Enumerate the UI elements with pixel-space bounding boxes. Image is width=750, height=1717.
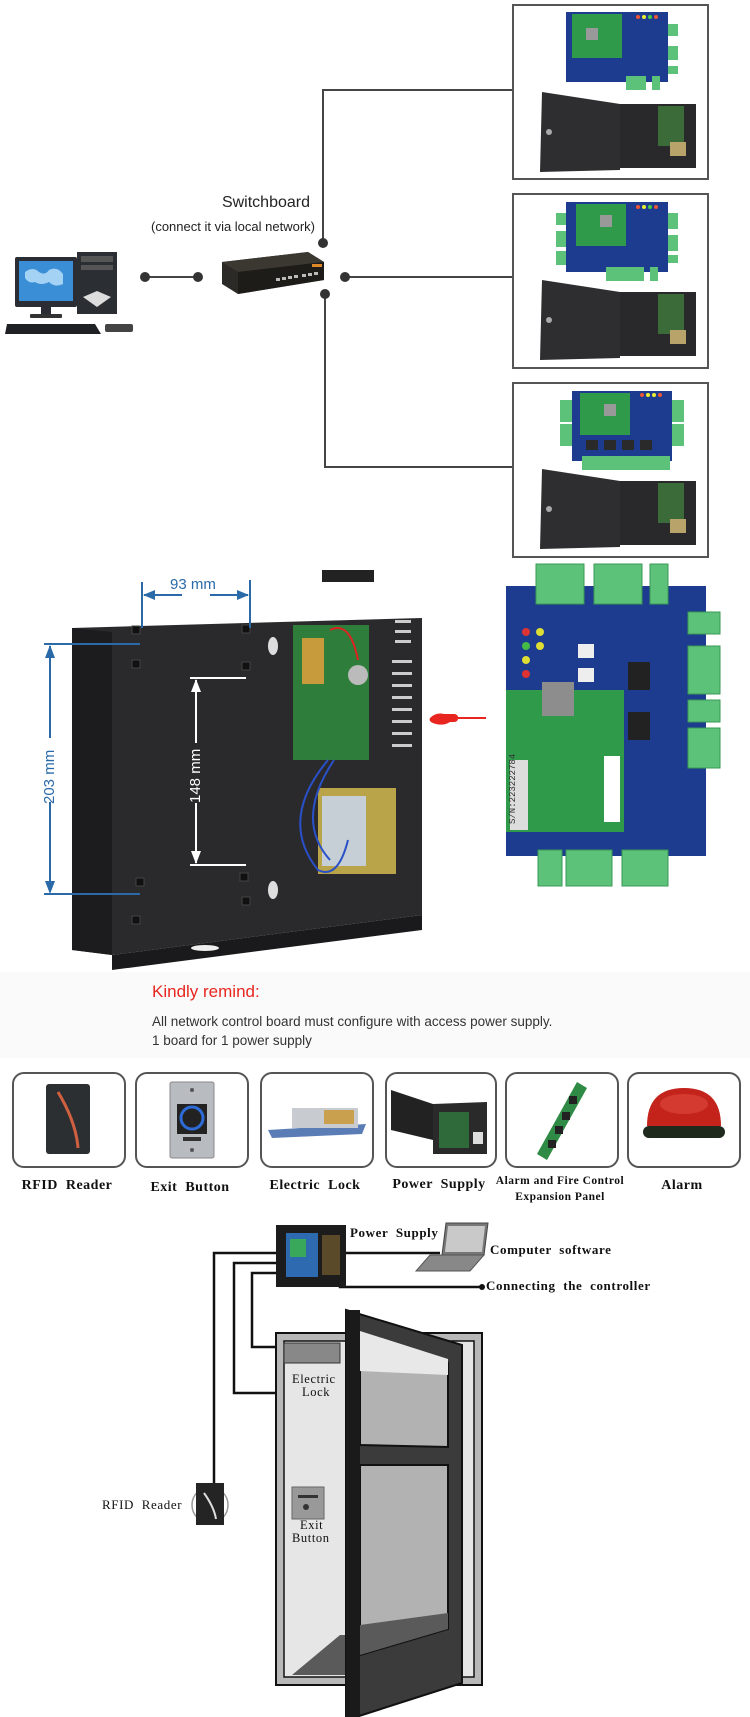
accessory-exit-button bbox=[135, 1072, 249, 1168]
accessory-label-alarm: Alarm bbox=[661, 1178, 703, 1193]
keyhole-icon bbox=[268, 637, 278, 655]
wiring-label-connecting-controller: Connecting the controller bbox=[486, 1278, 651, 1293]
topology-wires bbox=[140, 89, 512, 468]
power-supply-icon bbox=[391, 1090, 487, 1154]
reminder-section: Kindly remind: All network control board… bbox=[0, 972, 750, 1058]
switchboard-title: Switchboard bbox=[221, 194, 310, 211]
accessory-alarm bbox=[627, 1072, 741, 1168]
power-enclosure-1 bbox=[540, 92, 700, 174]
accessory-electric-lock bbox=[260, 1072, 374, 1168]
wiring-diagram bbox=[191, 1222, 489, 1717]
accessory-rfid-reader bbox=[12, 1072, 126, 1168]
exit-button-mount bbox=[291, 1486, 325, 1520]
accessory-label-rfid-reader: RFID Reader bbox=[21, 1178, 113, 1193]
accessory-label-expansion-panel-line1: Alarm and Fire Control bbox=[495, 1175, 625, 1187]
laptop-icon bbox=[414, 1222, 489, 1272]
wiring-label-exit-button-1: Exit bbox=[300, 1518, 324, 1532]
wiring-diagram-section: Power Supply Computer software Connectin… bbox=[0, 1215, 750, 1717]
accessory-label-exit-button: Exit Button bbox=[150, 1180, 230, 1195]
wire-node bbox=[318, 238, 328, 248]
accessory-power-supply bbox=[385, 1072, 497, 1168]
wire-node bbox=[320, 289, 330, 299]
wire-switch-controller-3 bbox=[324, 294, 512, 468]
wiring-label-electric-lock-2: Lock bbox=[302, 1385, 331, 1399]
serial-number-label: S/N:223222784 bbox=[508, 753, 518, 824]
reminder-title: Kindly remind: bbox=[152, 982, 260, 1001]
alarm-siren-icon bbox=[643, 1088, 725, 1138]
exit-button-icon bbox=[169, 1081, 215, 1159]
rfid-reader-mount-icon bbox=[191, 1483, 229, 1525]
dimension-section: 93 mm 203 mm 148 mm S/N:223222784 bbox=[0, 560, 750, 970]
network-switch-icon bbox=[218, 250, 326, 300]
reminder-line-2: 1 board for 1 power supply bbox=[152, 1033, 312, 1048]
enclosure-photo bbox=[72, 570, 422, 970]
wire-node bbox=[340, 272, 350, 282]
wire-controller bbox=[338, 1285, 482, 1289]
reminder-line-1: All network control board must configure… bbox=[152, 1014, 553, 1029]
accessories-section: RFID Reader Exit Button Electric Lock Po… bbox=[0, 1060, 750, 1210]
wiring-label-computer-software: Computer software bbox=[490, 1242, 612, 1257]
dimension-lines bbox=[44, 580, 251, 895]
wire-exit-button bbox=[232, 1261, 276, 1395]
electric-lock-mount bbox=[283, 1342, 341, 1364]
expansion-panel-icon bbox=[537, 1082, 587, 1160]
accessory-label-electric-lock: Electric Lock bbox=[269, 1178, 361, 1193]
wiring-label-electric-lock-1: Electric bbox=[292, 1372, 336, 1386]
accessory-expansion-panel bbox=[505, 1072, 619, 1168]
rfid-reader-icon bbox=[46, 1084, 90, 1154]
wire-rfid bbox=[212, 1251, 276, 1485]
accessory-label-power-supply: Power Supply bbox=[392, 1177, 486, 1192]
wire-node bbox=[140, 272, 150, 282]
controller-board-icon bbox=[560, 391, 684, 470]
wire-electric-lock bbox=[250, 1271, 276, 1349]
controller-board-icon bbox=[556, 202, 678, 281]
power-enclosure-3 bbox=[540, 469, 700, 551]
power-enclosure-2 bbox=[540, 280, 700, 362]
electric-lock-icon bbox=[268, 1108, 366, 1138]
wire-node bbox=[479, 1284, 485, 1290]
red-pointing-hand-icon bbox=[429, 713, 486, 725]
controller-board-icon bbox=[566, 12, 678, 90]
wire-switch-controller-1 bbox=[322, 89, 512, 243]
desktop-computer-icon bbox=[5, 252, 140, 337]
width-dimension-label: 93 mm bbox=[170, 576, 216, 593]
keyhole-icon bbox=[268, 881, 278, 899]
network-topology-section: Switchboard (connect it via local networ… bbox=[0, 0, 750, 560]
wire-node bbox=[193, 272, 203, 282]
switchboard-subtitle: (connect it via local network) bbox=[150, 219, 315, 234]
wiring-label-rfid-reader: RFID Reader bbox=[102, 1497, 183, 1512]
inner-dimension-label: 148 mm bbox=[187, 748, 204, 803]
height-dimension-label: 203 mm bbox=[41, 749, 58, 804]
controller-pcb-photo bbox=[506, 563, 721, 887]
wiring-label-exit-button-2: Button bbox=[292, 1531, 330, 1545]
accessory-label-expansion-panel-line2: Expansion Panel bbox=[515, 1191, 605, 1203]
wiring-label-power-supply: Power Supply bbox=[350, 1225, 439, 1240]
